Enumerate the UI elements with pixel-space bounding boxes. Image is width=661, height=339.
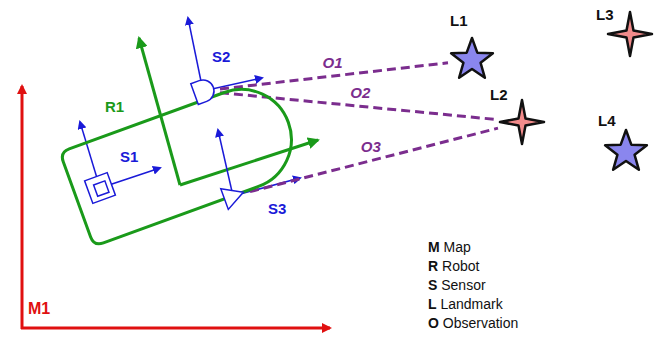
node-label: L3 [596, 6, 614, 24]
legend: M MapR RobotS SensorL LandmarkO Observat… [428, 238, 518, 333]
legend-entry: L Landmark [428, 295, 518, 314]
landmark-star: L4 [602, 128, 650, 176]
legend-entry: R Robot [428, 257, 518, 276]
node-label: S1 [120, 148, 138, 166]
sensor-outline [85, 173, 116, 204]
landmark-star: L2 [498, 98, 546, 146]
sensor-dome: S2 [186, 74, 220, 108]
node-label: L2 [490, 86, 508, 104]
node-label: R1 [105, 98, 124, 116]
landmark-star-outline [498, 98, 546, 146]
map-axis [21, 327, 330, 330]
sensor-axis [218, 130, 233, 196]
sensor-outline [191, 77, 217, 105]
sensor-box: S1 [82, 170, 118, 206]
robot-body-outline [60, 20, 330, 270]
legend-entry: M Map [428, 238, 518, 257]
map-axis [21, 86, 24, 329]
legend-entry: S Sensor [428, 276, 518, 295]
observation-label: O2 [350, 84, 370, 102]
star-outline [500, 100, 544, 144]
robot-body: R1S1 S2S3 [60, 20, 330, 270]
observation-label: O1 [323, 54, 343, 72]
node-label: L4 [598, 112, 616, 130]
landmark-star: L1 [448, 36, 496, 84]
sensor-dome-outline [186, 74, 220, 108]
node-label: L1 [450, 12, 468, 30]
sensor-box-outline [82, 170, 118, 206]
sensor-inner [94, 181, 109, 196]
landmark-star-outline [602, 128, 650, 176]
star-outline [608, 12, 652, 56]
node-label: S3 [268, 200, 286, 218]
legend-entry: O Observation [428, 314, 518, 333]
landmark-star-outline [448, 36, 496, 84]
node-label: S2 [212, 48, 230, 66]
star-outline [605, 130, 647, 170]
star-outline [451, 38, 493, 78]
sensor-cone-outline [216, 179, 250, 213]
sensor-outline [221, 182, 247, 210]
robot-outline [60, 75, 306, 246]
frame-label: M1 [28, 300, 50, 318]
sensor-cone: S3 [216, 179, 250, 213]
landmark-star: L3 [606, 10, 654, 58]
observation-label: O3 [361, 138, 381, 156]
